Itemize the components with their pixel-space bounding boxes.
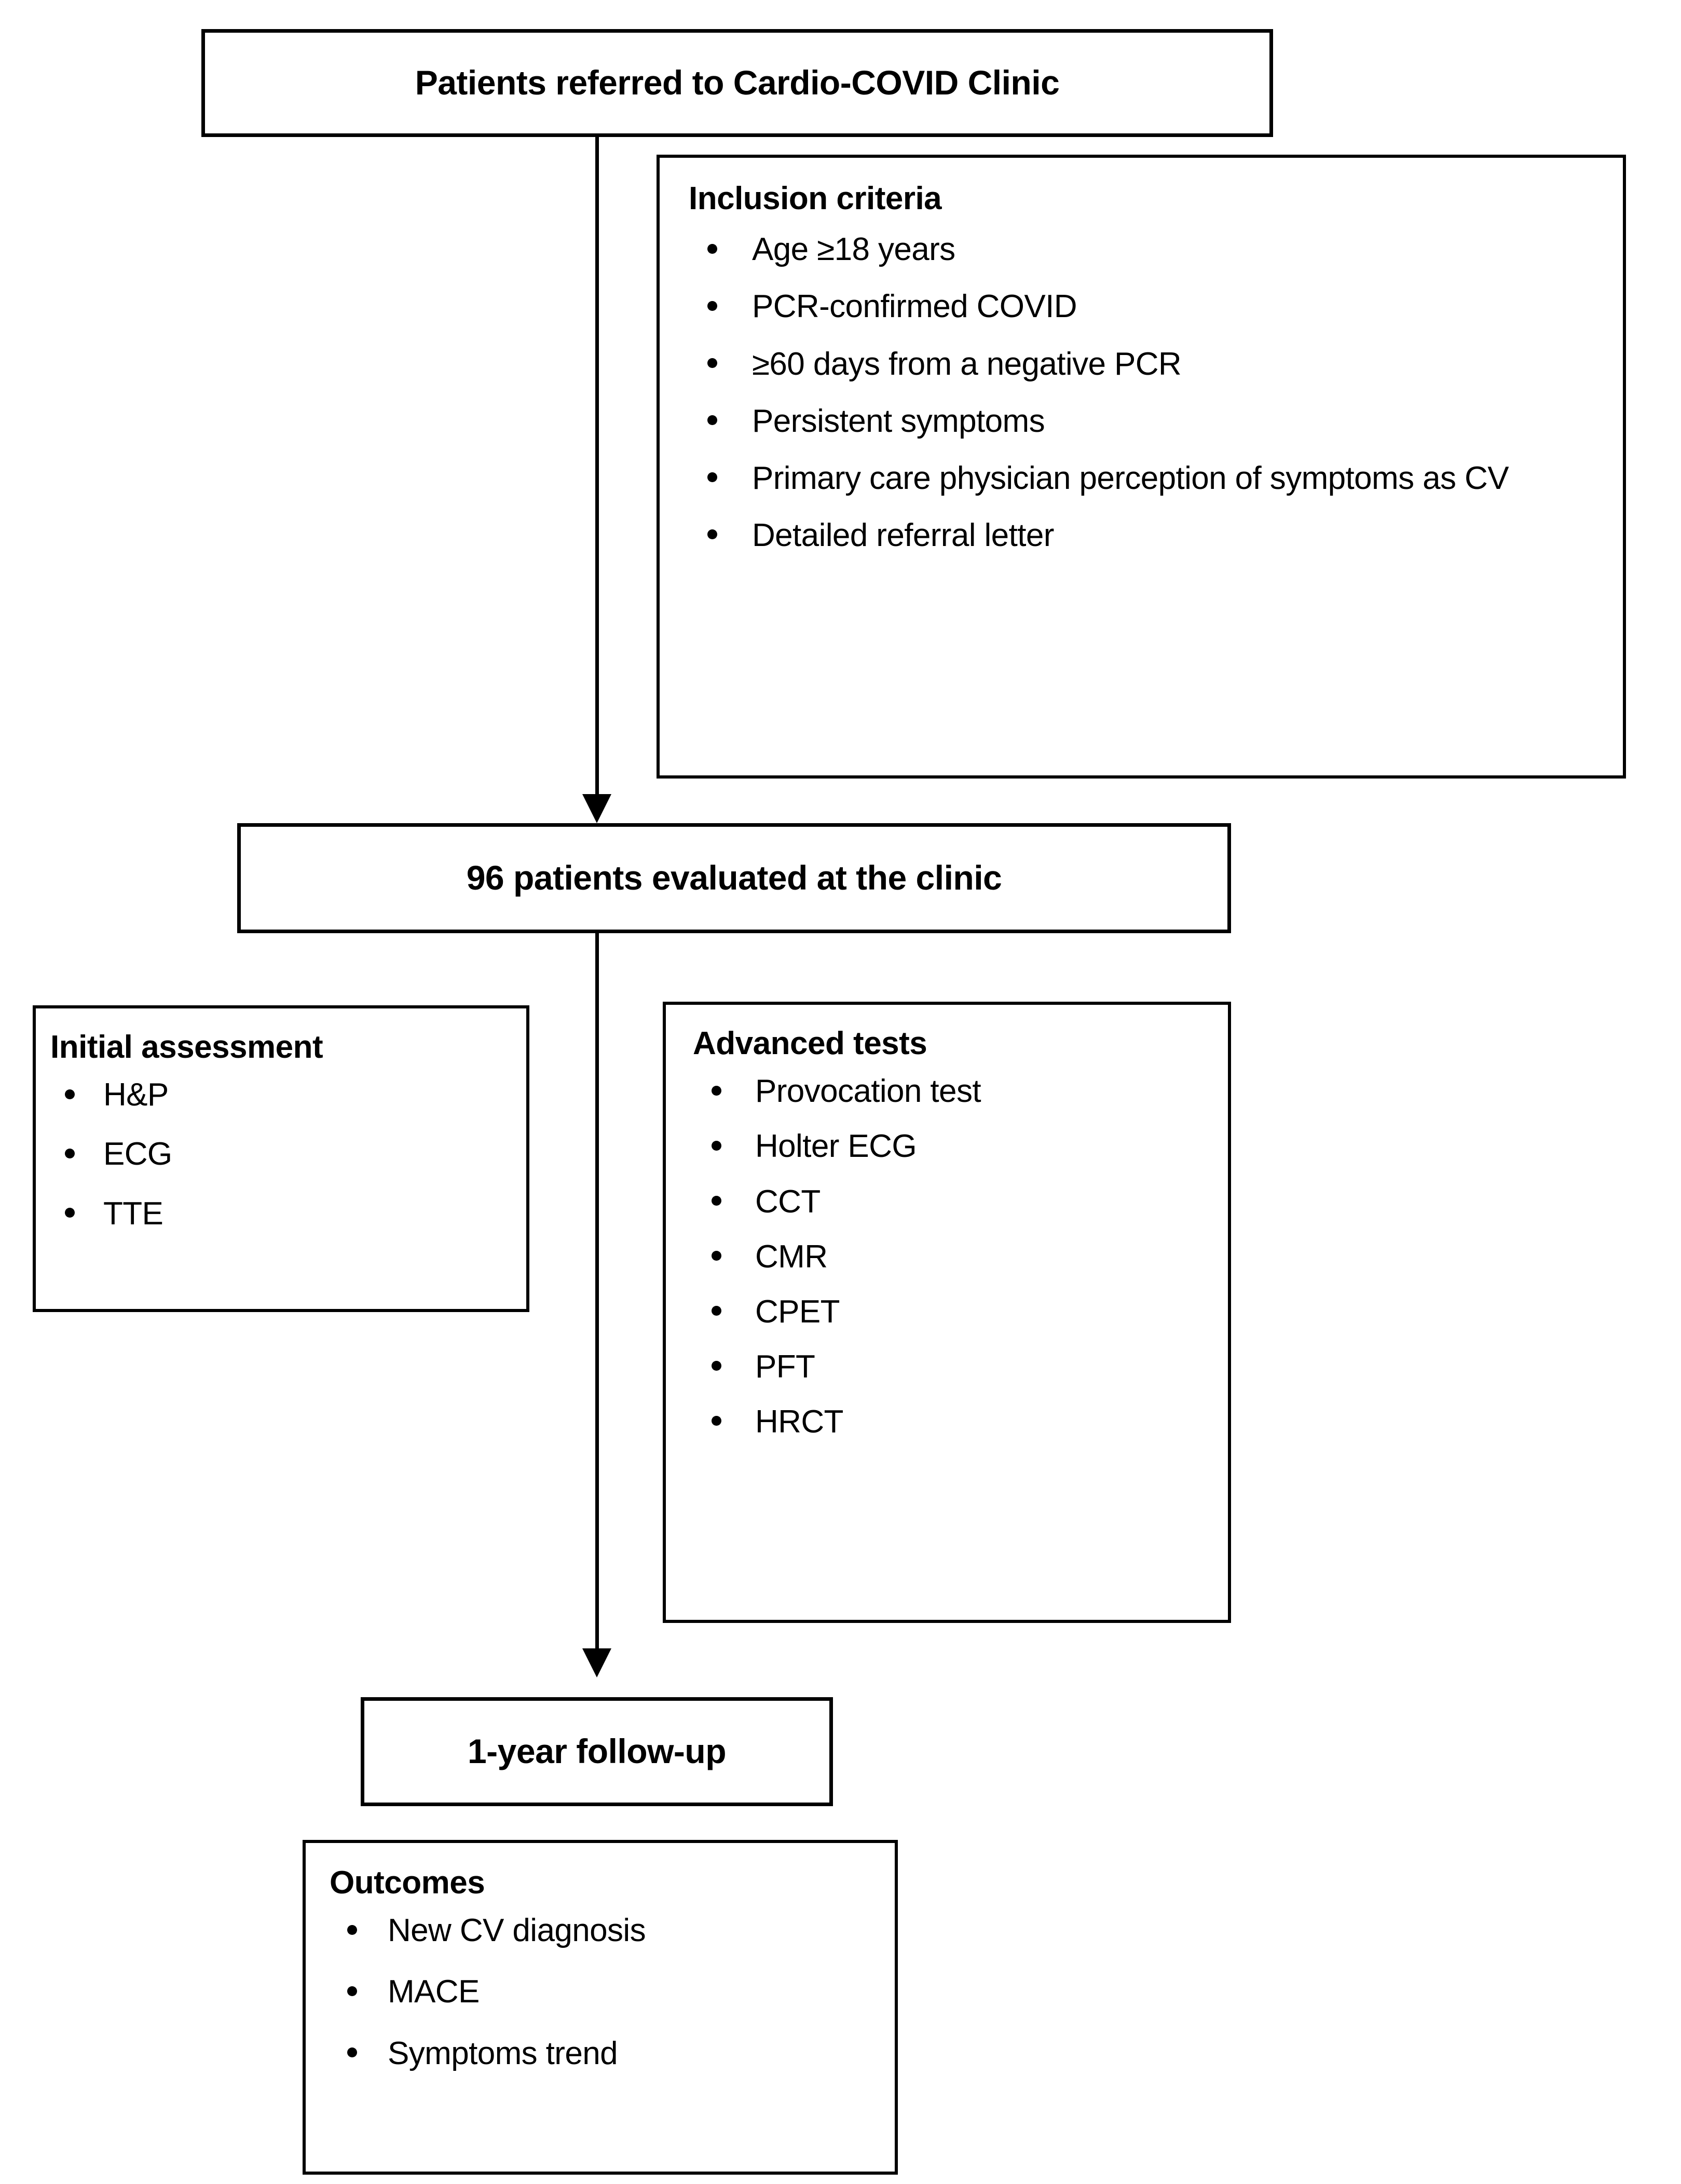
initial-assessment-list: H&P ECG TTE	[50, 1072, 516, 1236]
list-item: ≥60 days from a negative PCR	[689, 342, 1609, 387]
bullet-dot-icon	[347, 2047, 357, 2057]
list-item-label: TTE	[103, 1195, 163, 1232]
list-item: Age ≥18 years	[689, 227, 1609, 272]
bullet-dot-icon	[712, 1415, 721, 1426]
panel-outcomes: Outcomes New CV diagnosis MACE Symptoms …	[303, 1840, 898, 2175]
list-item-label: PFT	[755, 1348, 815, 1385]
list-item: New CV diagnosis	[330, 1908, 884, 1954]
list-item-label: New CV diagnosis	[388, 1913, 646, 1949]
list-item-label: Persistent symptoms	[752, 403, 1045, 439]
list-item: Symptoms trend	[330, 2031, 884, 2077]
node-one-year-followup-label: 1-year follow-up	[467, 1732, 727, 1771]
list-item-label: HRCT	[755, 1403, 843, 1440]
bullet-dot-icon	[712, 1085, 721, 1096]
bullet-dot-icon	[707, 415, 717, 425]
list-item-label: MACE	[388, 1974, 480, 2010]
list-item-label: Detailed referral letter	[752, 517, 1054, 553]
connector-arrow-to-evaluated	[582, 794, 611, 823]
list-item-label: ECG	[103, 1136, 172, 1172]
node-patients-evaluated: 96 patients evaluated at the clinic	[237, 823, 1231, 933]
bullet-dot-icon	[707, 472, 717, 482]
node-one-year-followup: 1-year follow-up	[361, 1697, 833, 1806]
bullet-dot-icon	[347, 1986, 357, 1996]
list-item-label: Age ≥18 years	[752, 231, 955, 268]
initial-assessment-heading: Initial assessment	[50, 1029, 323, 1065]
connector-referred-to-evaluated	[595, 137, 599, 795]
list-item-label: CMR	[755, 1238, 828, 1275]
inclusion-criteria-list: Age ≥18 years PCR-confirmed COVID ≥60 da…	[689, 227, 1609, 558]
node-patients-referred-label: Patients referred to Cardio-COVID Clinic	[415, 63, 1060, 102]
list-item-label: Symptoms trend	[388, 2035, 618, 2071]
bullet-dot-icon	[712, 1250, 721, 1261]
bullet-dot-icon	[707, 243, 717, 254]
bullet-dot-icon	[65, 1148, 75, 1158]
list-item: Detailed referral letter	[689, 513, 1609, 558]
bullet-dot-icon	[712, 1140, 721, 1151]
outcomes-heading: Outcomes	[330, 1865, 485, 1901]
connector-arrow-to-followup	[582, 1648, 611, 1677]
list-item: HRCT	[693, 1399, 1218, 1445]
list-item: Primary care physician perception of sym…	[689, 456, 1609, 501]
bullet-dot-icon	[65, 1207, 75, 1218]
bullet-dot-icon	[347, 1924, 357, 1935]
bullet-dot-icon	[712, 1360, 721, 1371]
list-item: PCR-confirmed COVID	[689, 284, 1609, 330]
list-item: ECG	[50, 1131, 516, 1177]
list-item: PFT	[693, 1344, 1218, 1390]
panel-inclusion-criteria: Inclusion criteria Age ≥18 years PCR-con…	[657, 155, 1626, 779]
connector-evaluated-to-followup	[595, 933, 599, 1649]
panel-initial-assessment: Initial assessment H&P ECG TTE	[33, 1005, 529, 1312]
list-item: TTE	[50, 1191, 516, 1237]
list-item: Holter ECG	[693, 1124, 1218, 1169]
bullet-dot-icon	[707, 529, 717, 539]
list-item: MACE	[330, 1969, 884, 2015]
outcomes-list: New CV diagnosis MACE Symptoms trend	[330, 1908, 884, 2076]
node-patients-referred: Patients referred to Cardio-COVID Clinic	[201, 29, 1273, 137]
list-item-label: H&P	[103, 1077, 169, 1113]
list-item-label: ≥60 days from a negative PCR	[752, 346, 1182, 382]
bullet-dot-icon	[712, 1305, 721, 1316]
list-item-label: Holter ECG	[755, 1128, 917, 1165]
list-item: Provocation test	[693, 1069, 1218, 1114]
panel-advanced-tests: Advanced tests Provocation test Holter E…	[663, 1002, 1231, 1623]
list-item-label: CCT	[755, 1183, 821, 1220]
list-item: H&P	[50, 1072, 516, 1118]
list-item: CCT	[693, 1179, 1218, 1225]
list-item-label: PCR-confirmed COVID	[752, 289, 1077, 325]
node-patients-evaluated-label: 96 patients evaluated at the clinic	[466, 858, 1002, 897]
list-item-label: CPET	[755, 1293, 840, 1330]
list-item: CPET	[693, 1289, 1218, 1335]
inclusion-criteria-heading: Inclusion criteria	[689, 181, 942, 216]
list-item: CMR	[693, 1234, 1218, 1280]
bullet-dot-icon	[707, 358, 717, 368]
advanced-tests-list: Provocation test Holter ECG CCT CMR CPET	[693, 1069, 1218, 1444]
advanced-tests-heading: Advanced tests	[693, 1026, 927, 1061]
bullet-dot-icon	[712, 1195, 721, 1206]
list-item-label: Primary care physician perception of sym…	[752, 460, 1509, 496]
list-item-label: Provocation test	[755, 1073, 981, 1110]
bullet-dot-icon	[707, 301, 717, 311]
list-item: Persistent symptoms	[689, 399, 1609, 444]
bullet-dot-icon	[65, 1089, 75, 1099]
